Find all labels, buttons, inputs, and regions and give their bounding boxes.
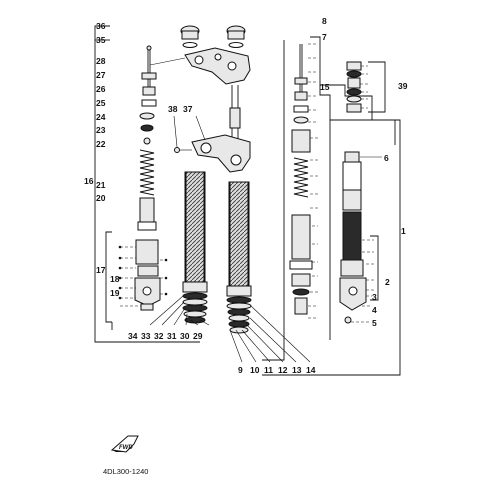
label-29: 29 bbox=[193, 331, 203, 341]
label-26: 26 bbox=[96, 84, 106, 94]
item-39-parts bbox=[346, 61, 368, 113]
adjuster bbox=[142, 86, 156, 96]
label-14: 14 bbox=[306, 365, 316, 375]
label-33: 33 bbox=[141, 331, 151, 341]
label-32: 32 bbox=[154, 331, 164, 341]
label-30: 30 bbox=[180, 331, 190, 341]
label-25: 25 bbox=[96, 98, 106, 108]
label-37: 37 bbox=[183, 104, 193, 114]
assembly-border-lines bbox=[94, 25, 401, 376]
washer bbox=[139, 112, 155, 120]
label-35: 35 bbox=[96, 35, 106, 45]
label-10: 10 bbox=[250, 365, 260, 375]
upper-bracket-assembly bbox=[149, 25, 251, 85]
label-6: 6 bbox=[384, 153, 389, 163]
right-spring bbox=[293, 157, 309, 198]
under-bracket bbox=[191, 134, 251, 173]
washer-right bbox=[228, 42, 244, 48]
label-13: 13 bbox=[292, 365, 302, 375]
label-36: 36 bbox=[96, 21, 106, 31]
label-17: 17 bbox=[96, 265, 106, 275]
label-28: 28 bbox=[96, 56, 106, 66]
right-fork-complete bbox=[339, 151, 382, 324]
label-8: 8 bbox=[322, 16, 327, 26]
label-18: 18 bbox=[110, 274, 120, 284]
label-21: 21 bbox=[96, 180, 106, 190]
label-31: 31 bbox=[167, 331, 177, 341]
outer-tube-right bbox=[342, 211, 362, 261]
label-5: 5 bbox=[372, 318, 377, 328]
upper-bracket bbox=[184, 47, 251, 85]
label-3: 3 bbox=[372, 292, 377, 302]
right-fork-internal-parts bbox=[289, 43, 318, 319]
label-23: 23 bbox=[96, 125, 106, 135]
right-cylinder bbox=[291, 129, 311, 153]
fork-cap bbox=[344, 151, 360, 163]
right-assembly-frame bbox=[262, 36, 401, 376]
label-20: 20 bbox=[96, 193, 106, 203]
label-7: 7 bbox=[322, 32, 327, 42]
label-38: 38 bbox=[168, 104, 178, 114]
label-19: 19 bbox=[110, 288, 120, 298]
center-inner-tube bbox=[226, 181, 311, 363]
label-22: 22 bbox=[96, 139, 106, 149]
label-34: 34 bbox=[128, 331, 138, 341]
label-4: 4 bbox=[372, 305, 377, 315]
damper-cylinder bbox=[139, 197, 155, 225]
left-fork-tube bbox=[149, 171, 210, 326]
left-assembly-frame bbox=[94, 25, 200, 343]
part-number-labels: 36 35 28 27 26 25 24 23 22 16 21 20 17 1… bbox=[84, 16, 408, 375]
label-12: 12 bbox=[278, 365, 288, 375]
fwd-label: FWD bbox=[119, 445, 133, 451]
label-1: 1 bbox=[401, 226, 406, 236]
label-9: 9 bbox=[238, 365, 243, 375]
label-2: 2 bbox=[385, 277, 390, 287]
label-27: 27 bbox=[96, 70, 106, 80]
fwd-arrow-icon: FWD bbox=[110, 435, 139, 453]
label-15: 15 bbox=[320, 82, 330, 92]
label-16: 16 bbox=[84, 176, 94, 186]
label-39: 39 bbox=[398, 81, 408, 91]
diagram-code: 4DL300-1240 bbox=[103, 467, 148, 476]
left-fork-internal-parts bbox=[118, 45, 168, 311]
label-24: 24 bbox=[96, 112, 106, 122]
under-bracket-assembly bbox=[173, 85, 251, 173]
fork-spring bbox=[139, 149, 155, 196]
label-11: 11 bbox=[264, 365, 273, 375]
bracket-bolt bbox=[174, 147, 180, 153]
locknut bbox=[141, 72, 157, 80]
washer-left bbox=[182, 42, 198, 48]
